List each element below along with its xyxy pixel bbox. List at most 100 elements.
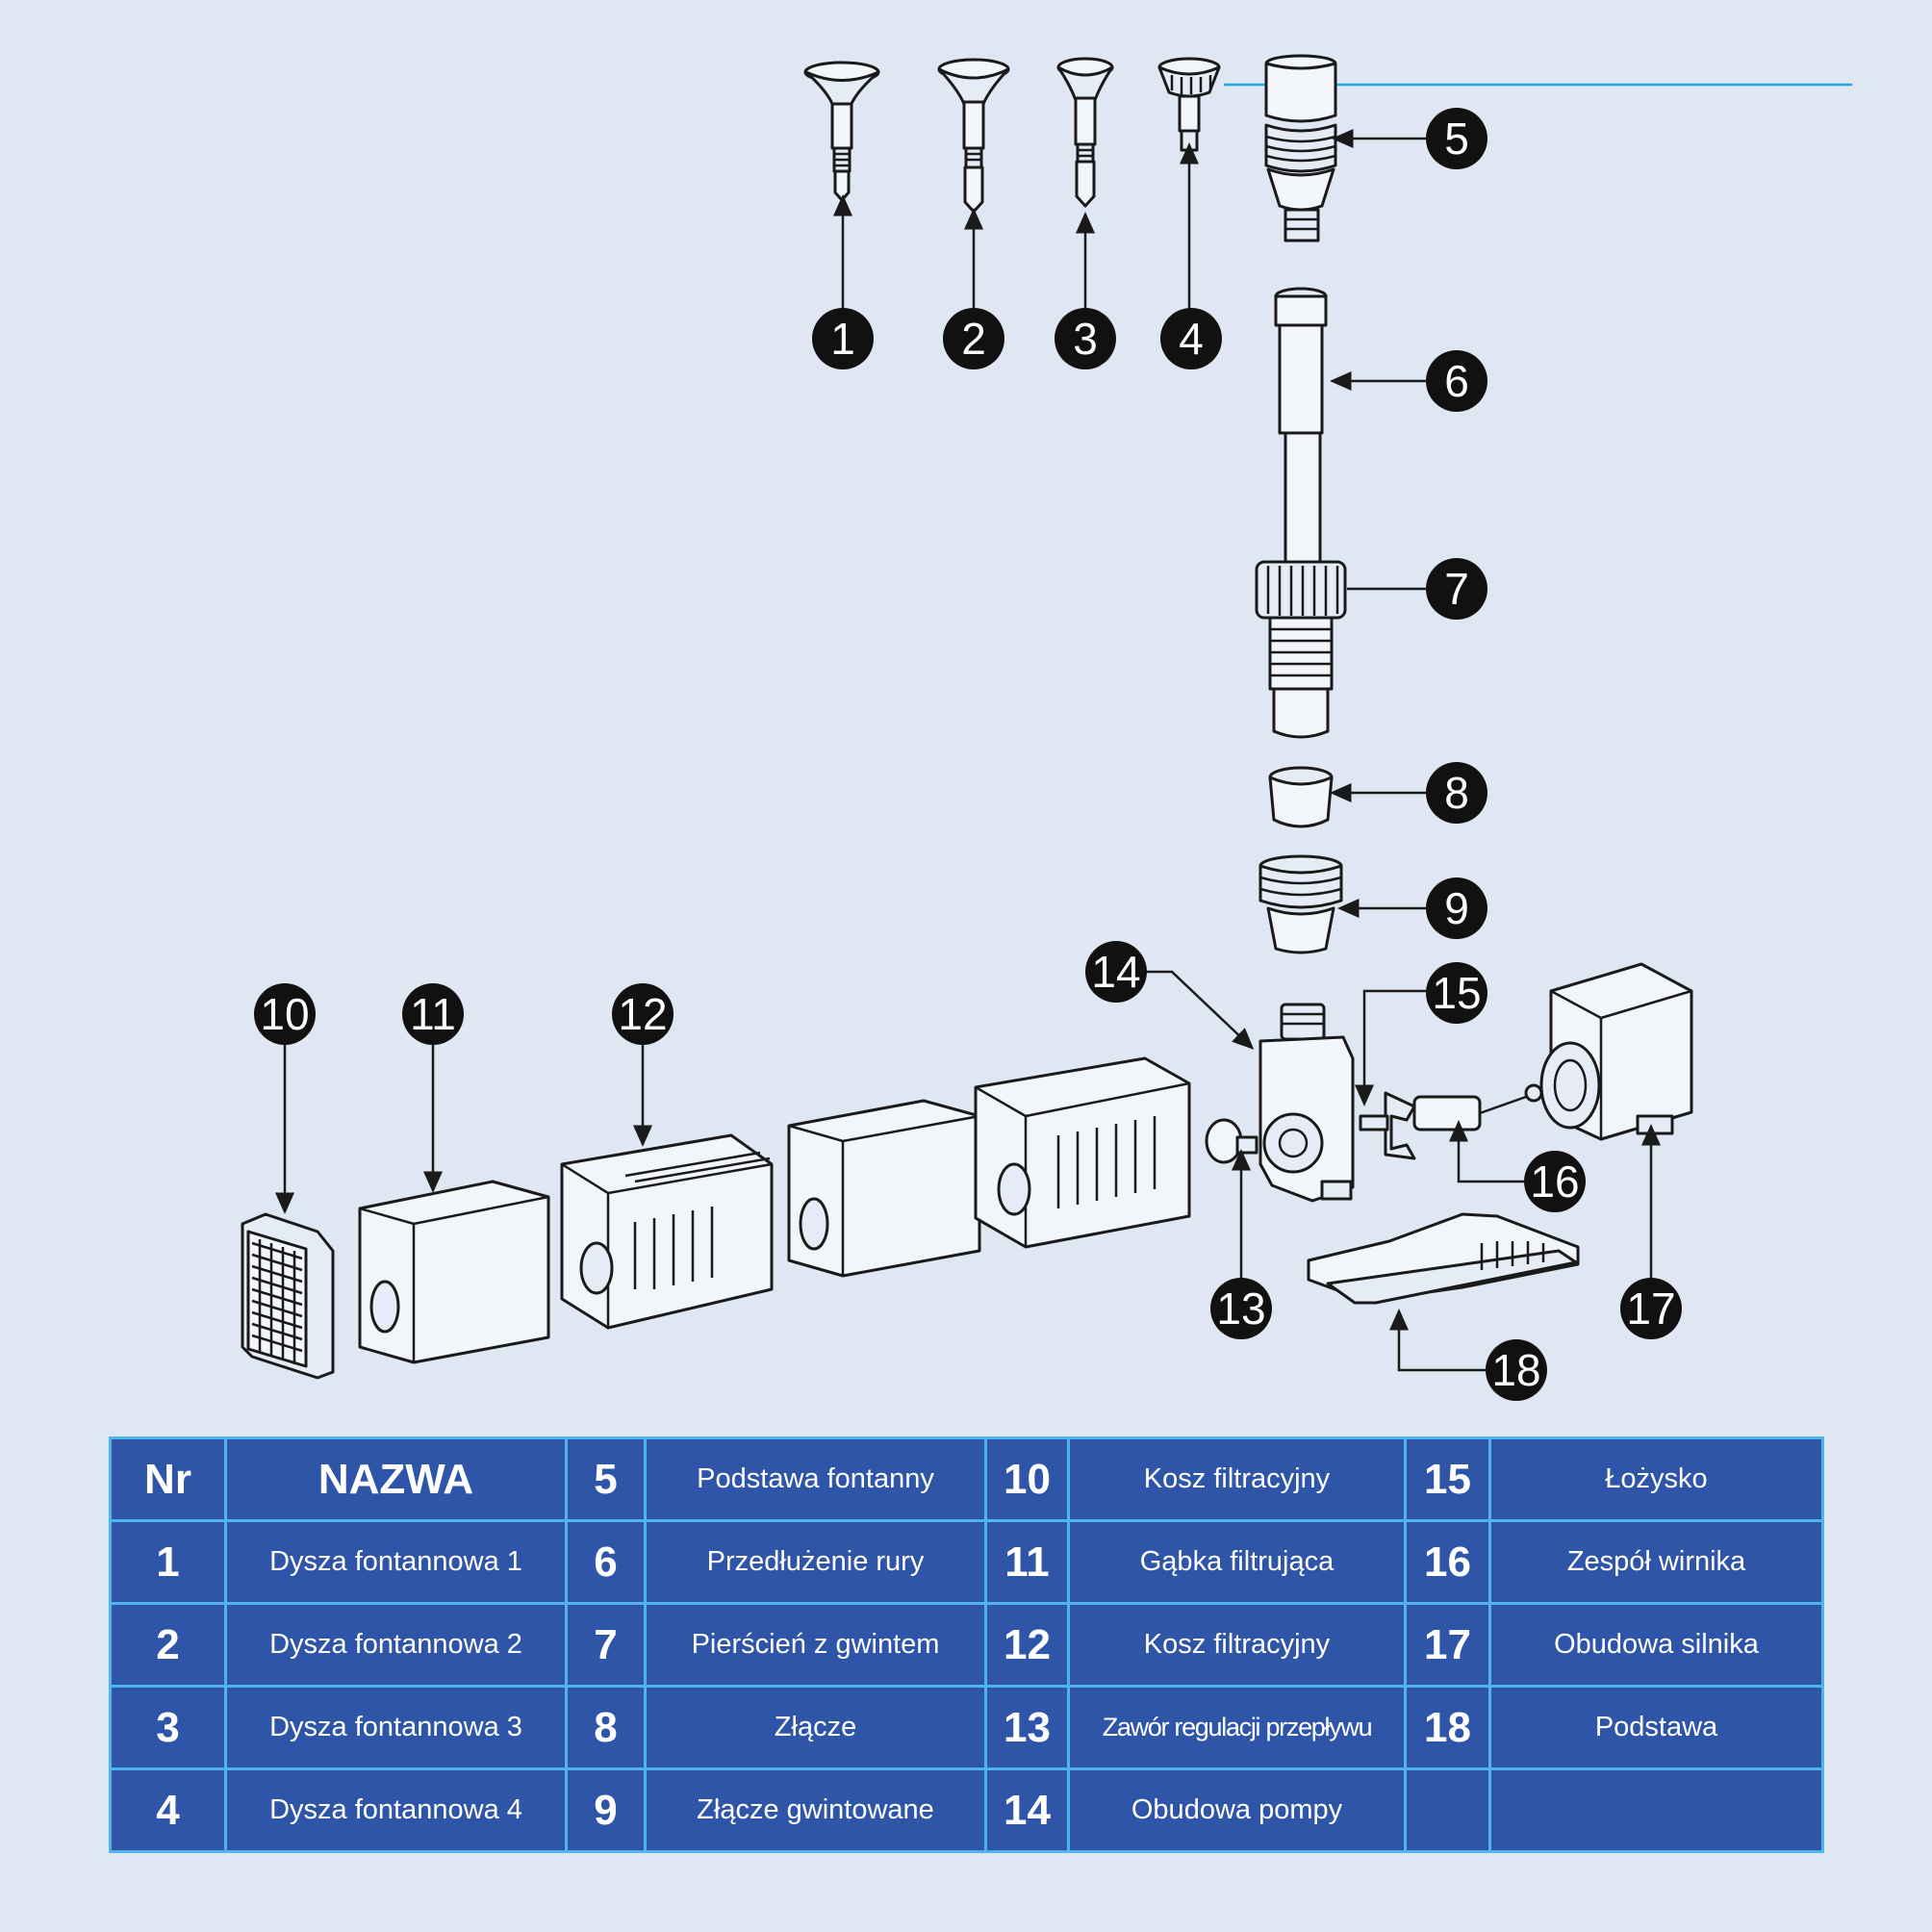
cell-nr: 13 (984, 1685, 1070, 1770)
part-filter-sponge (358, 1180, 550, 1364)
cell-name: Zespół wirnika (1488, 1519, 1824, 1605)
cell-nr: 17 (1404, 1602, 1491, 1688)
cell-nr: 6 (565, 1519, 647, 1605)
cell-nr: 8 (565, 1685, 647, 1770)
callout-7: 7 (1426, 558, 1487, 620)
cell-name: Zawór regulacji przepływu (1067, 1685, 1407, 1770)
cell-name: Dysza fontannowa 1 (224, 1519, 568, 1605)
callout-9: 9 (1426, 877, 1487, 939)
table-row: 1 Dysza fontannowa 1 6 Przedłużenie rury… (109, 1519, 1824, 1605)
part-rotor-assembly (1359, 1083, 1543, 1160)
cell-name: Obudowa pompy (1067, 1767, 1407, 1853)
part-pipe-extension (1274, 287, 1328, 570)
part-filter-cap (241, 1212, 335, 1380)
svg-text:16: 16 (1530, 1157, 1579, 1207)
svg-text:3: 3 (1073, 314, 1098, 364)
part-flow-valve (1205, 1118, 1258, 1164)
part-pump-housing (1258, 1003, 1355, 1203)
svg-text:2: 2 (961, 314, 986, 364)
callout-8: 8 (1426, 762, 1487, 824)
cell-nr: 14 (984, 1767, 1070, 1853)
cell-nr: 4 (109, 1767, 227, 1853)
cell-name: Łożysko (1488, 1436, 1824, 1522)
header-name: NAZWA (224, 1436, 568, 1522)
callout-13: 13 (1210, 1278, 1272, 1339)
cell-nr: 9 (565, 1767, 647, 1853)
cell-name: Gąbka filtrująca (1067, 1519, 1407, 1605)
cell-name: Podstawa fontanny (644, 1436, 987, 1522)
table-row: 2 Dysza fontannowa 2 7 Pierścień z gwint… (109, 1602, 1824, 1688)
cell-nr: 10 (984, 1436, 1070, 1522)
cell-nr: 15 (1404, 1436, 1491, 1522)
svg-text:10: 10 (260, 989, 309, 1039)
callout-10: 10 (254, 983, 316, 1045)
cell-nr: 12 (984, 1602, 1070, 1688)
cell-nr: 11 (984, 1519, 1070, 1605)
part-nozzle-4 (1157, 57, 1221, 152)
part-motor-housing (1539, 962, 1693, 1141)
part-basket-assembled (974, 1056, 1191, 1249)
svg-text:15: 15 (1432, 968, 1481, 1018)
cell-name: Dysza fontannowa 2 (224, 1602, 568, 1688)
cell-nr: 3 (109, 1685, 227, 1770)
callout-15: 15 (1426, 962, 1487, 1024)
callout-14: 14 (1085, 941, 1147, 1003)
callout-1: 1 (812, 308, 874, 369)
cell-nr: 16 (1404, 1519, 1491, 1605)
part-base (1307, 1212, 1580, 1305)
svg-text:1: 1 (830, 314, 855, 364)
svg-text:5: 5 (1444, 114, 1469, 164)
header-nr: Nr (109, 1436, 227, 1522)
part-nozzle-2 (937, 58, 1010, 214)
callout-18: 18 (1486, 1339, 1547, 1401)
svg-text:11: 11 (410, 989, 456, 1039)
svg-text:7: 7 (1444, 564, 1469, 614)
table-row: Nr NAZWA 5 Podstawa fontanny 10 Kosz fil… (109, 1436, 1824, 1522)
callout-11: 11 (402, 983, 464, 1045)
cell-name: Kosz filtracyjny (1067, 1436, 1407, 1522)
part-connector (1268, 766, 1334, 828)
svg-text:14: 14 (1091, 947, 1140, 997)
svg-text:12: 12 (618, 989, 667, 1039)
cell-name: Dysza fontannowa 4 (224, 1767, 568, 1853)
part-nozzle-1 (803, 61, 880, 202)
callout-2: 2 (943, 308, 1004, 369)
callout-16: 16 (1524, 1151, 1586, 1212)
cell-name: Przedłużenie rury (644, 1519, 987, 1605)
svg-text:17: 17 (1626, 1284, 1675, 1334)
callout-3: 3 (1055, 308, 1116, 369)
cell-nr: 18 (1404, 1685, 1491, 1770)
leader-lines (275, 129, 1661, 1372)
cell-name: Złącze (644, 1685, 987, 1770)
cell-name: Dysza fontannowa 3 (224, 1685, 568, 1770)
cell-nr: 1 (109, 1519, 227, 1605)
callout-17: 17 (1620, 1278, 1682, 1339)
part-fountain-base (1264, 54, 1337, 242)
cell-name: Kosz filtracyjny (1067, 1602, 1407, 1688)
part-nozzle-3 (1056, 57, 1114, 208)
part-threaded-ring (1255, 560, 1347, 739)
table-row: 4 Dysza fontannowa 4 9 Złącze gwintowane… (109, 1767, 1824, 1853)
cell-name: Pierścień z gwintem (644, 1602, 987, 1688)
parts-legend-table: Nr NAZWA 5 Podstawa fontanny 10 Kosz fil… (109, 1436, 1824, 1853)
cell-nr: 5 (565, 1436, 647, 1522)
part-threaded-connector (1258, 854, 1343, 954)
cell-name-empty (1488, 1767, 1824, 1853)
svg-text:8: 8 (1444, 768, 1469, 818)
part-sponge-assembled (787, 1099, 981, 1278)
exploded-parts-diagram: 1 2 3 4 5 6 7 8 9 10 11 12 13 14 15 16 1… (241, 54, 1852, 1401)
svg-text:4: 4 (1179, 314, 1204, 364)
svg-text:6: 6 (1444, 356, 1469, 406)
svg-text:18: 18 (1491, 1345, 1540, 1395)
callout-4: 4 (1160, 308, 1222, 369)
cell-nr: 7 (565, 1602, 647, 1688)
part-filter-basket (560, 1133, 774, 1330)
cell-name: Obudowa silnika (1488, 1602, 1824, 1688)
callout-6: 6 (1426, 350, 1487, 412)
callout-5: 5 (1426, 108, 1487, 169)
cell-nr: 2 (109, 1602, 227, 1688)
svg-text:13: 13 (1216, 1284, 1265, 1334)
table-row: 3 Dysza fontannowa 3 8 Złącze 13 Zawór r… (109, 1685, 1824, 1770)
cell-name: Złącze gwintowane (644, 1767, 987, 1853)
callout-12: 12 (612, 983, 674, 1045)
